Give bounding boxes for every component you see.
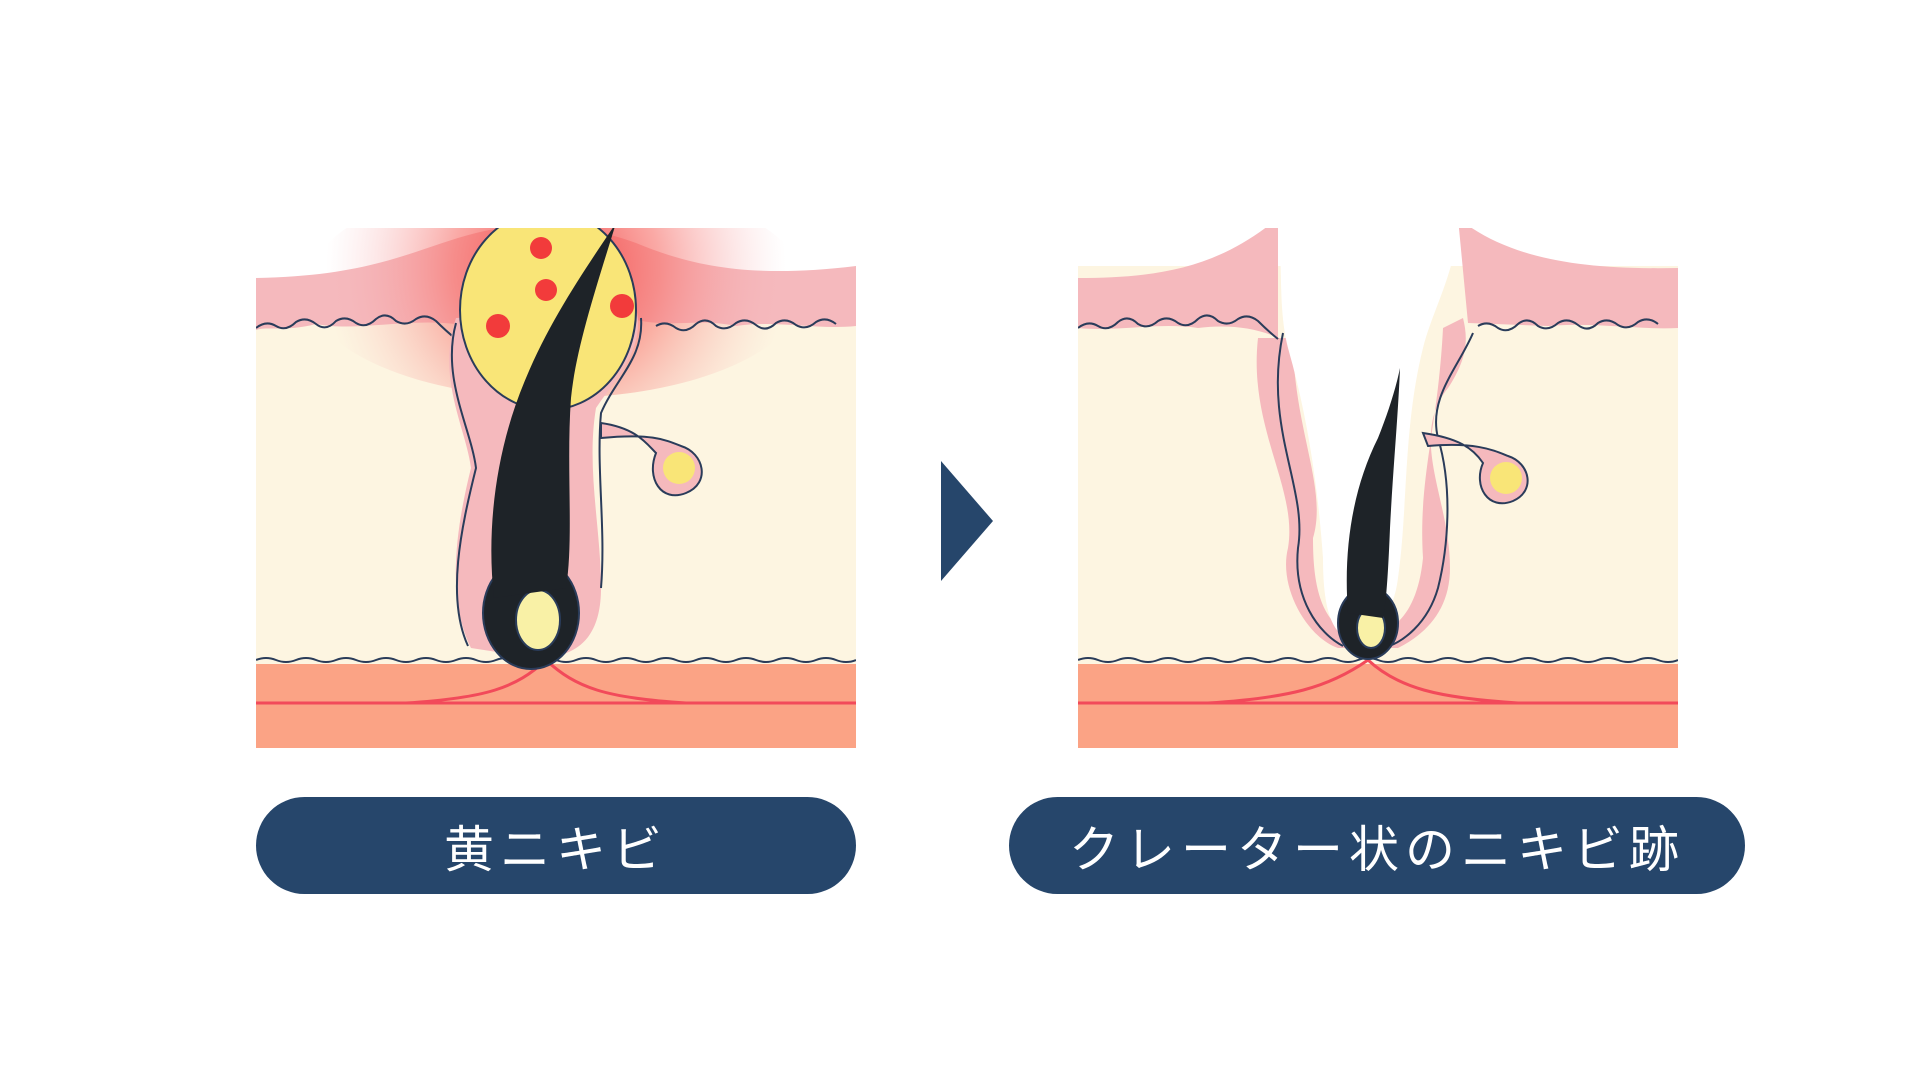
dermal-papilla [515,589,561,651]
subcutis-layer [1078,662,1678,748]
hair-follicle-outline [450,317,643,647]
transition-arrow-icon [941,461,993,581]
hair-shaft [1346,368,1400,618]
bacteria [486,314,510,338]
crater-scar-label: クレーター状のニキビ跡 [1009,797,1745,894]
bacteria [610,294,634,318]
blood-vessel [1078,658,1678,705]
subcutis-layer [256,662,856,748]
epidermis-boundary [1078,314,1659,340]
yellow-pimple-label: 黄ニキビ [256,797,856,894]
bacteria [535,279,557,301]
epidermis-layer [1078,228,1278,338]
crater-outline [1276,332,1474,649]
hair-shaft [491,228,615,598]
crater-cavity [1278,228,1458,638]
crater-scar-illustration [1078,228,1678,748]
yellow-pimple-illustration [256,228,856,748]
epidermis-layer [1458,228,1678,329]
epidermis-boundary [256,314,837,340]
bacteria [530,237,552,259]
